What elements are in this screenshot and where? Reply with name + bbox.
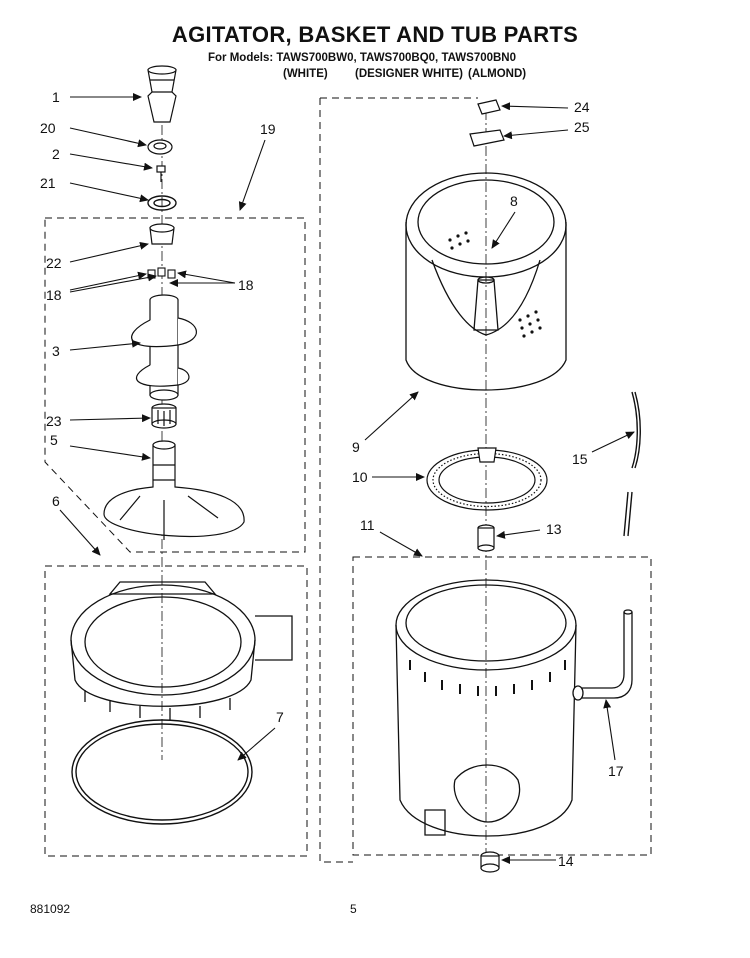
variant-almond: (ALMOND) (468, 68, 527, 80)
callout-13: 13 (546, 521, 562, 537)
callout-22: 22 (46, 255, 62, 271)
callout-20: 20 (40, 120, 56, 136)
callout-leaders (59, 93, 635, 864)
callout-9: 9 (352, 439, 360, 455)
callout-18-left: 18 (46, 287, 62, 303)
tub-tabs (409, 660, 566, 696)
hub-nut-part (480, 851, 500, 873)
callout-8: 8 (510, 193, 518, 209)
callout-14: 14 (558, 853, 574, 869)
hose-part (623, 391, 641, 537)
connector-dashed-line (319, 97, 478, 863)
callout-2: 2 (52, 146, 60, 162)
callout-labels: 1 20 2 21 19 22 18 18 3 23 5 6 7 24 25 8… (40, 89, 624, 869)
dog-retainer-part (149, 223, 175, 245)
overflow-tube-part (572, 609, 633, 701)
bolt-part (156, 165, 166, 182)
page-title: AGITATOR, BASKET AND TUB PARTS (171, 22, 579, 47)
tub-gasket-part (71, 719, 253, 825)
callout-11: 11 (360, 517, 375, 533)
callout-1: 1 (52, 89, 60, 105)
agitator-cap-part (147, 65, 177, 123)
group-19-outline (44, 217, 306, 553)
wash-basket-part (405, 172, 567, 391)
auger-part (131, 294, 197, 401)
callout-6: 6 (52, 493, 60, 509)
callout-18-right: 18 (238, 277, 254, 293)
callout-23: 23 (46, 413, 62, 429)
callout-10: 10 (352, 469, 368, 485)
agitator-base-part (103, 440, 245, 540)
variant-designer-white: (DESIGNER WHITE) (355, 68, 463, 80)
bearing-part (151, 403, 177, 429)
callout-3: 3 (52, 343, 60, 359)
clip-part (477, 99, 501, 115)
variant-white: (WHITE) (283, 68, 328, 80)
group-6-outline (44, 565, 308, 857)
callout-25: 25 (574, 119, 590, 135)
callout-21: 21 (40, 175, 56, 191)
washer-part (147, 195, 177, 211)
group-11-outline (352, 556, 652, 856)
tub-seal-part (477, 524, 495, 552)
callout-15: 15 (572, 451, 588, 467)
spanner-nut-part (469, 129, 505, 147)
callout-5: 5 (50, 432, 58, 448)
page-number: 5 (350, 902, 357, 916)
callout-24: 24 (574, 99, 590, 115)
footer-code: 881092 (30, 902, 71, 916)
outer-tub-part (395, 579, 577, 837)
callout-7: 7 (276, 709, 284, 725)
models-line: For Models: TAWS700BW0, TAWS700BQ0, TAWS… (208, 52, 517, 64)
drive-plate-part (426, 447, 548, 511)
assembly-axis-lines (161, 110, 487, 860)
callout-19: 19 (260, 121, 276, 137)
basket-perforation-dots (448, 231, 542, 338)
cap-seal-part (147, 139, 173, 155)
callout-17: 17 (608, 763, 624, 779)
tub-ring-part (70, 581, 293, 720)
